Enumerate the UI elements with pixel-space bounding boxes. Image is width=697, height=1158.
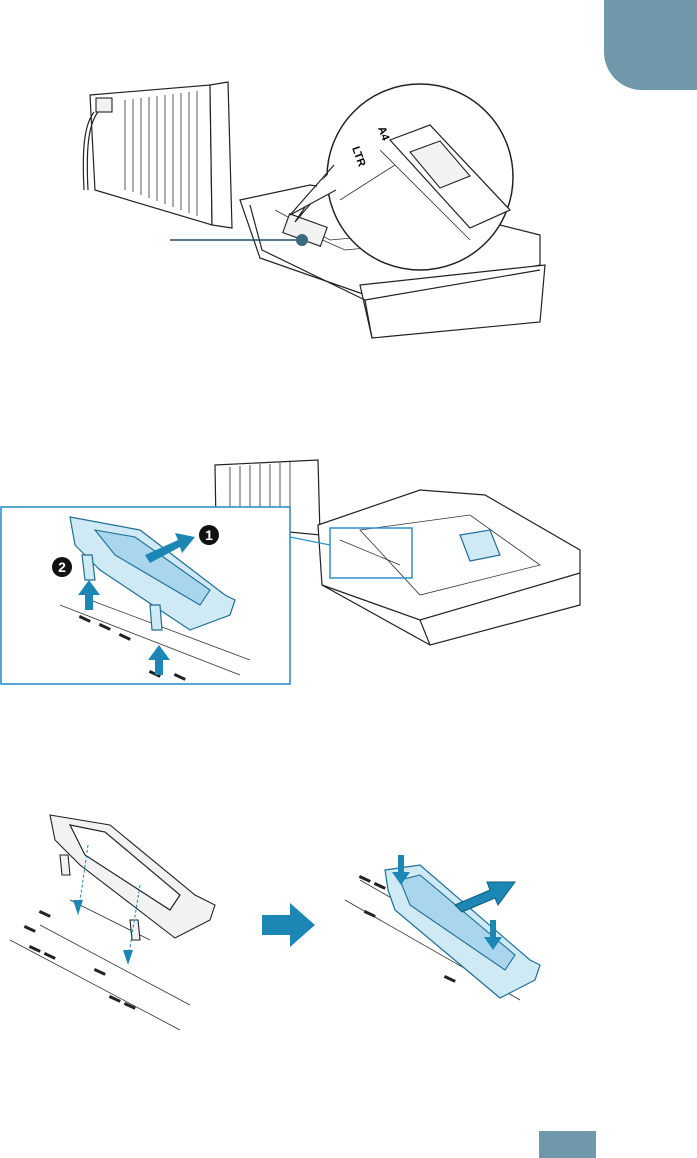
- arrow-push-in: [455, 882, 515, 912]
- figure-remove-guide: 1 2: [0, 455, 697, 695]
- svg-text:1: 1: [205, 527, 213, 543]
- page-number-box: [539, 1131, 596, 1158]
- figure-tray-size-label: A4 LTR: [0, 0, 697, 360]
- printer-body: [83, 82, 232, 228]
- right-arrow-icon: [262, 903, 315, 947]
- svg-text:2: 2: [58, 559, 66, 575]
- figure-insert-guide: [0, 810, 697, 1040]
